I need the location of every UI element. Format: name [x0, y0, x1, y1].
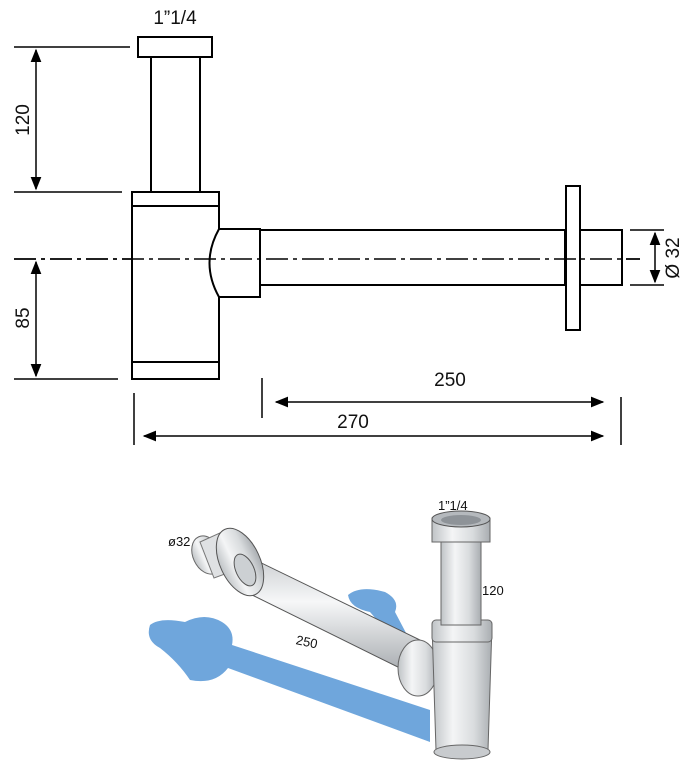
pipe-end [579, 229, 623, 286]
length-pipe-label: 250 [434, 370, 466, 391]
height-upper-label: 120 [13, 104, 34, 136]
illustration-diameter-label: ø32 [168, 534, 190, 549]
wall-flange [565, 185, 581, 331]
technical-drawing: 1”1/4 120 85 Ø 32 250 270 [13, 8, 684, 445]
illustration-cap-thread [441, 515, 481, 525]
illustration-inlet-tube [440, 534, 482, 626]
illustration-elbow [397, 639, 439, 697]
product-illustration: ø32 1”1/4 120 250 [148, 498, 504, 760]
illustration-flange-hole [233, 553, 257, 587]
length-total-label: 270 [337, 412, 369, 433]
outlet-pipe [259, 229, 566, 286]
cap-nut [137, 36, 213, 58]
trap-body [131, 191, 220, 380]
illustration-length-label: 250 [295, 632, 319, 651]
illustration-height-label: 120 [482, 583, 504, 598]
height-lower-label: 85 [13, 307, 34, 328]
thread-size-label: 1”1/4 [153, 8, 197, 29]
inlet-tube [150, 56, 201, 193]
diameter-label: Ø 32 [663, 237, 684, 278]
illustration-thread-label: 1”1/4 [438, 498, 468, 513]
illustration-body-base [433, 744, 491, 760]
illustration-trap-body [431, 624, 493, 757]
elbow-connector [208, 228, 261, 298]
